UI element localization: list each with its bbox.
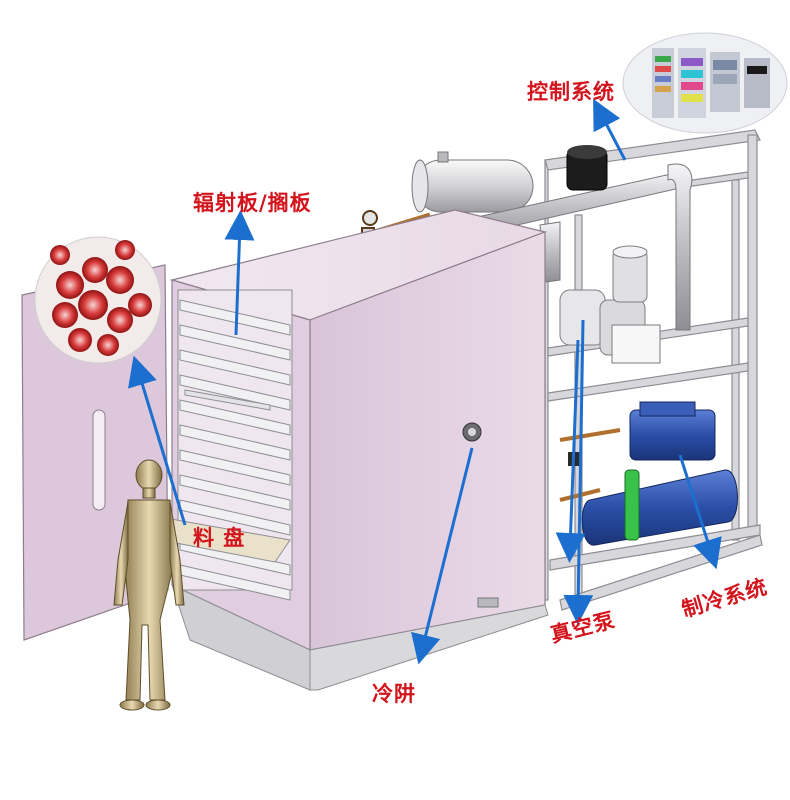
- arrow-control-system: [593, 98, 627, 161]
- strawberry-photo-inset: [34, 236, 162, 364]
- mannequin-figure: [113, 459, 185, 711]
- arrow-tray: [127, 355, 187, 526]
- arrow-radiant-plate: [224, 210, 255, 336]
- callout-arrows: [127, 98, 722, 665]
- condenser-tank: [559, 428, 738, 546]
- label-cold-trap: 冷阱: [372, 682, 416, 706]
- control-screen-inset: [622, 32, 788, 134]
- arrow-refrigeration: [678, 454, 722, 570]
- label-control-system: 控制系统: [527, 80, 615, 104]
- arrow-cold-trap: [411, 447, 474, 665]
- vacuum-pump: [559, 245, 661, 364]
- arrow-vacuum-pump-2: [555, 339, 586, 563]
- cold-trap-tank: [411, 151, 534, 213]
- compressor: [629, 401, 716, 461]
- label-radiant-plate: 辐射板/搁板: [193, 191, 312, 215]
- shelves: [149, 289, 293, 601]
- label-tray: 料 盘: [193, 526, 246, 550]
- pump-motor: [566, 145, 608, 191]
